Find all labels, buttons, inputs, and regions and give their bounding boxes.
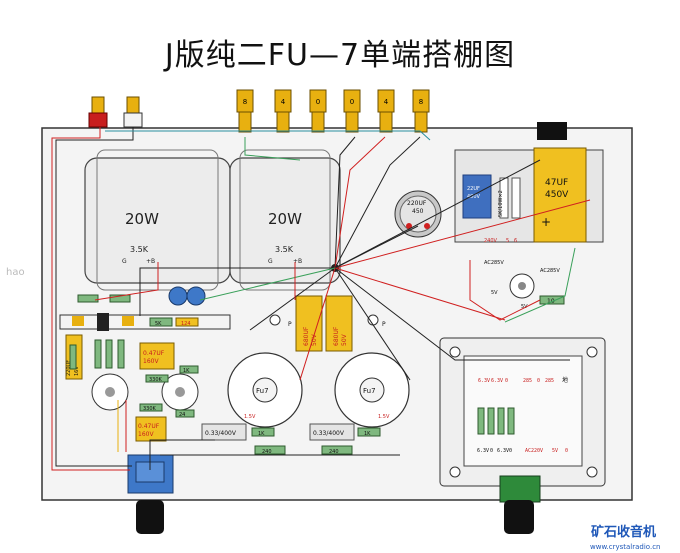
output-tube-right: Fu7 P 1.5V [334,314,410,428]
tube-left-plate: P [288,321,292,328]
blue-cap-value: 22UF [467,186,480,192]
output-terminal-1: 4 [274,89,292,133]
driver-resistors: 330K 330K 1K 24 [69,339,199,418]
output-terminal-0: 8 [236,89,254,133]
right-output-transformer: 20W 3.5K G +B [229,149,341,291]
output-terminal-label: 4 [384,98,389,106]
driver-cap-2: 0.47UF [143,350,165,357]
tube-left-name: Fu7 [256,387,269,395]
coupling-bottom-right: 240 [329,449,339,455]
driver-resistor-1: 330K [149,377,163,383]
watermark-logo: 矿石收音机 [591,524,656,540]
psu-bottom-3: 6.3V [497,448,509,454]
left-transformer-pin-b: +B [146,258,155,265]
left-transformer-power: 20W [125,210,159,228]
output-terminal-label: 8 [419,98,423,106]
output-terminal-3: 0 [343,89,361,133]
big-cap-value: 47UF [545,178,568,188]
driver-tag-strip: 51 51 5K 124 [59,294,231,331]
output-terminal-5: 8 [412,89,430,133]
psu-top-4: 285 [523,378,532,384]
driver-tube-sockets [91,373,199,411]
psu-bottom-5: AC220V [525,448,543,454]
tag-label-5k: 5K [155,321,162,327]
tube-left-cathode: 1.5V [244,414,256,420]
filter-cap-voltage: 450 [412,208,424,215]
tube-right-name: Fu7 [363,387,376,395]
driver-cap-3: 0.47UF [138,423,160,430]
psu-bottom-7: 0 [565,448,568,454]
psu-resistor-label: 5K/10W×2 [498,190,504,217]
output-terminal-4: 4 [377,89,395,133]
psu-top-2: 6.3V [491,378,503,384]
psu-label-6: 6 [514,238,517,244]
bias-cap-1: 680UF [303,326,310,346]
psu-label-5: 5 [506,238,509,244]
tube-right-plate: P [382,321,386,328]
psu-top-3: 0 [505,378,508,384]
wiring [51,127,591,471]
driver-cap-1-voltage: 16V [74,366,80,376]
psu-label-240v: 240V [484,238,498,244]
psu-bottom-4: 0 [509,448,512,454]
psu-top-6: 285 [545,378,554,384]
output-terminal-label: 8 [243,98,247,106]
power-switch [537,122,567,140]
rectifier-label-ac2: AC285V [540,268,560,274]
output-terminal-label: 0 [316,98,320,106]
coupling-cap-left: 0.33/400V [205,430,237,437]
big-cap-voltage: 450V [545,190,569,200]
right-transformer-pin-b: +B [293,258,302,265]
coupling-caps: 0.33/400V 1K 240 0.33/400V 1K 240 [201,423,381,455]
watermark-url: www.crystalradio.cn [590,543,660,551]
coupling-resistor-right: 1K [364,431,371,437]
left-transformer-impedance: 3.5K [130,245,149,254]
output-terminal-label: 0 [350,98,354,106]
right-transformer-pin-g: G [268,258,273,265]
psu-board: 6.3V 6.3V 0 285 0 285 地 6.3V 0 6.3V 0 AC… [439,337,606,534]
coupling-bottom-left: 240 [262,449,272,455]
output-terminal-label: 4 [281,98,286,106]
left-transformer-pin-g: G [122,258,127,265]
coupling-cap-right: 0.33/400V [313,430,345,437]
diagram-title: J版纯二FU—7单端搭棚图 [164,38,516,73]
rectifier-label-5v1: 5V [491,290,498,296]
driver-resistor-3: 1K [183,368,190,374]
right-transformer-impedance: 3.5K [275,245,294,254]
driver-cap-2-voltage: 160V [143,358,159,365]
bias-cap-2-voltage: 50V [341,333,348,346]
driver-cap-1: 220UF [66,360,72,376]
big-cap-plus: + [541,215,551,229]
watermark-left: hao [6,267,25,278]
rca-input-jacks [88,96,143,128]
bias-cap-1-voltage: 50V [311,333,318,346]
coupling-resistor-left: 1K [258,431,265,437]
right-transformer-power: 20W [268,210,302,228]
bias-pots [168,286,206,306]
driver-resistor-2: 330K [143,406,157,412]
psu-bottom-1: 6.3V [477,448,489,454]
blue-cap-voltage: 400V [467,194,481,200]
tube-right-cathode: 1.5V [378,414,390,420]
filter-cap-value: 220UF [407,200,427,207]
rectifier-label-ac1: AC285V [484,260,504,266]
rectifier-resistor: 10 [547,298,555,305]
filter-capacitor: 220UF 450 [394,190,442,238]
psu-top-5: 0 [537,378,540,384]
output-terminal-2: 0 [309,89,327,133]
psu-top-1: 6.3V [478,378,490,384]
output-tube-left: Fu7 P 1.5V [227,314,303,428]
tag-label-124: 124 [181,321,191,327]
psu-bottom-6: 5V [552,448,558,454]
driver-resistor-4: 24 [179,412,185,418]
driver-cap-3-voltage: 160V [138,431,154,438]
bias-cap-2: 680UF [333,326,340,346]
rectifier-label-5v2: 5V [521,304,528,310]
psu-bottom-2: 0 [490,448,493,454]
output-terminals: 8 4 0 0 4 8 [236,89,430,133]
psu-top-7: 地 [562,376,568,384]
